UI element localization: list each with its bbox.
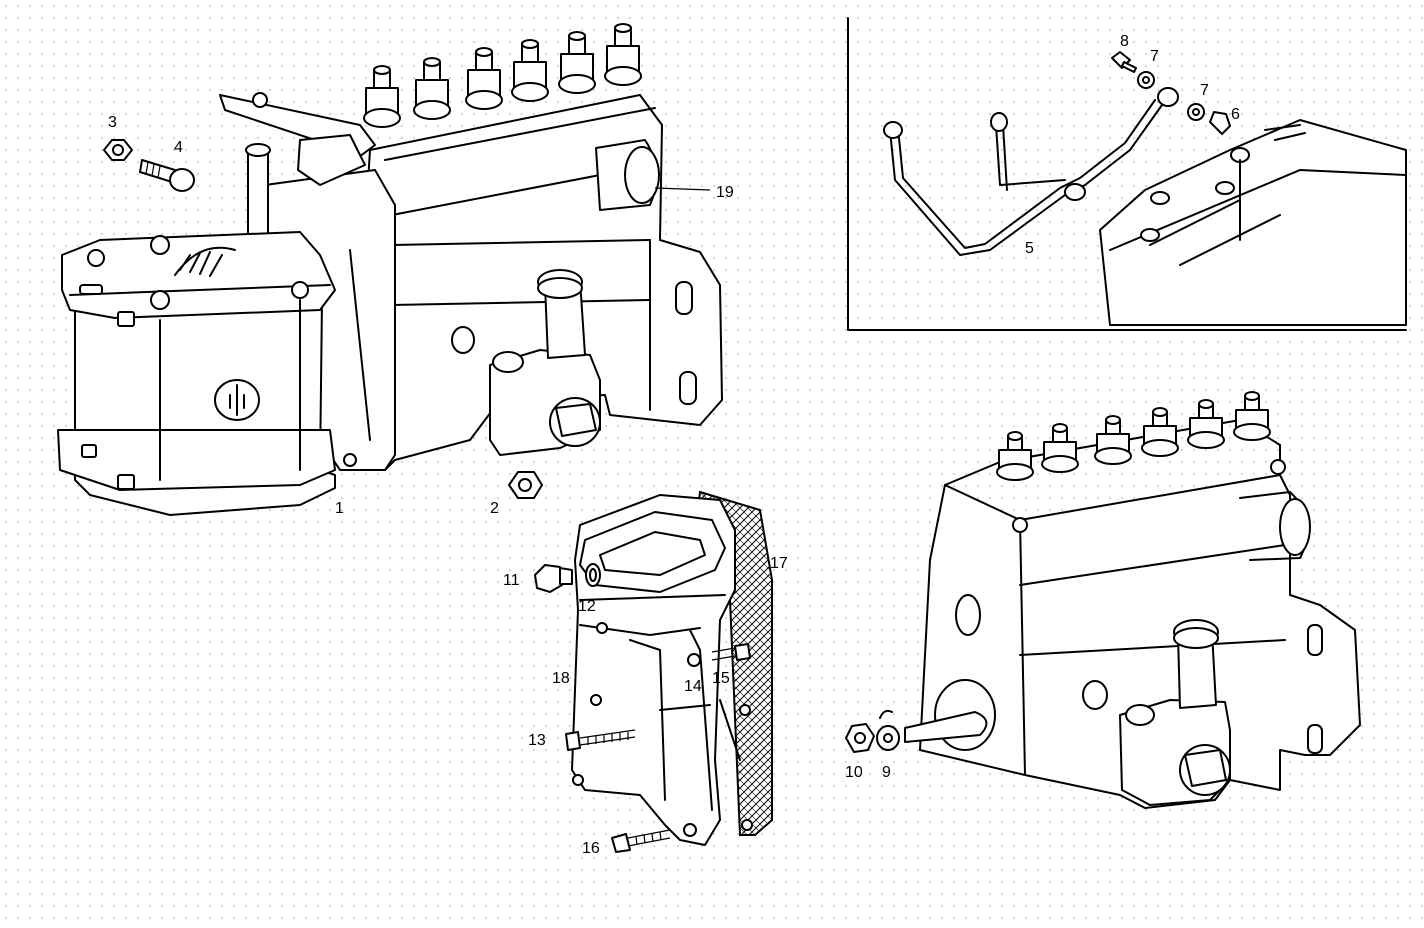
delivery-valves [363,23,642,128]
bolt-part-4 [139,159,195,192]
callout-9: 9 [882,764,891,781]
callout-14: 14 [684,678,702,695]
callout-6: 6 [1231,106,1240,123]
callout-7a: 7 [1150,48,1159,65]
nut-part-2 [508,471,543,499]
fuel-pipe-assembly-part-5 [883,51,1407,326]
callout-3: 3 [108,114,117,131]
callout-11: 11 [503,572,520,589]
screw-part-15 [711,643,751,661]
callout-8: 8 [1120,33,1129,50]
callout-18: 18 [552,670,570,687]
callout-1: 1 [335,500,344,517]
nut-part-3 [103,139,133,161]
callout-17: 17 [770,555,788,572]
washer-part-12 [585,563,601,587]
screw-part-16 [611,829,671,853]
callout-15: 15 [712,670,730,687]
callout-13: 13 [528,732,546,749]
callout-19: 19 [716,184,734,201]
injection-pump-main-assembly [57,23,723,516]
screw-part-13 [565,729,636,751]
callout-10: 10 [845,764,863,781]
nut-part-10 [845,723,875,753]
callout-2: 2 [490,500,499,517]
inset-detail-frame [847,17,1407,331]
callout-7b: 7 [1200,82,1209,99]
injection-pump-second-view [845,391,1361,809]
leader-lines [654,187,711,191]
callout-labels: 1 2 3 4 5 6 7 7 8 9 10 11 12 13 14 15 16… [108,33,1240,857]
plug-part-11 [534,564,573,593]
delivery-valves-second [996,391,1271,481]
callout-4: 4 [174,139,183,156]
callout-16: 16 [582,840,600,857]
washer-part-9 [876,709,900,751]
callout-12: 12 [578,598,596,615]
governor-cover-assembly [534,490,773,853]
callout-5: 5 [1025,240,1034,257]
